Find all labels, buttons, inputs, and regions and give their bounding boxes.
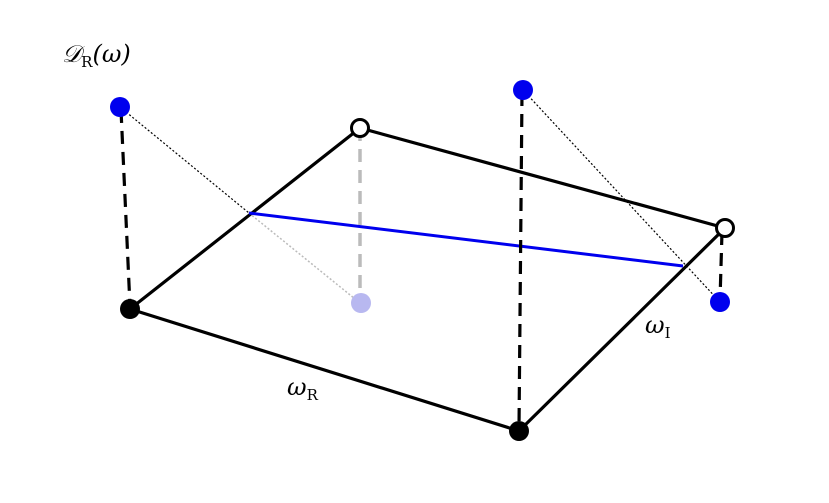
vertical-dash-middle	[517, 92, 524, 429]
blue-point-left	[110, 97, 130, 117]
label-omega-r: ωR	[287, 373, 319, 404]
corner-point-top-open	[350, 118, 370, 138]
corner-point-left	[120, 299, 140, 319]
hidden-projection-line	[248, 212, 361, 304]
label-wi-main: ω	[645, 311, 665, 339]
label-wr-sub: R	[307, 386, 319, 404]
hidden-projected-point	[351, 293, 371, 313]
projection-line-right	[522, 89, 721, 303]
blue-point-middle	[513, 80, 533, 100]
label-wr-main: ω	[287, 373, 307, 401]
label-dr-omega: 𝒟R(ω)	[62, 40, 131, 71]
label-dr-arg: (ω)	[92, 40, 130, 68]
vertical-dash-left	[119, 109, 132, 307]
label-dr-sub: R	[81, 53, 93, 71]
blue-point-right	[710, 292, 730, 312]
label-wi-sub: I	[665, 324, 671, 342]
corner-point-right-open	[715, 218, 735, 238]
label-omega-i: ωI	[645, 311, 671, 342]
vertical-dash-right	[718, 231, 724, 301]
plane-outline	[128, 126, 727, 433]
corner-point-bottom	[509, 421, 529, 441]
projection-line-left	[119, 106, 250, 214]
blue-plane-segment	[248, 211, 684, 268]
